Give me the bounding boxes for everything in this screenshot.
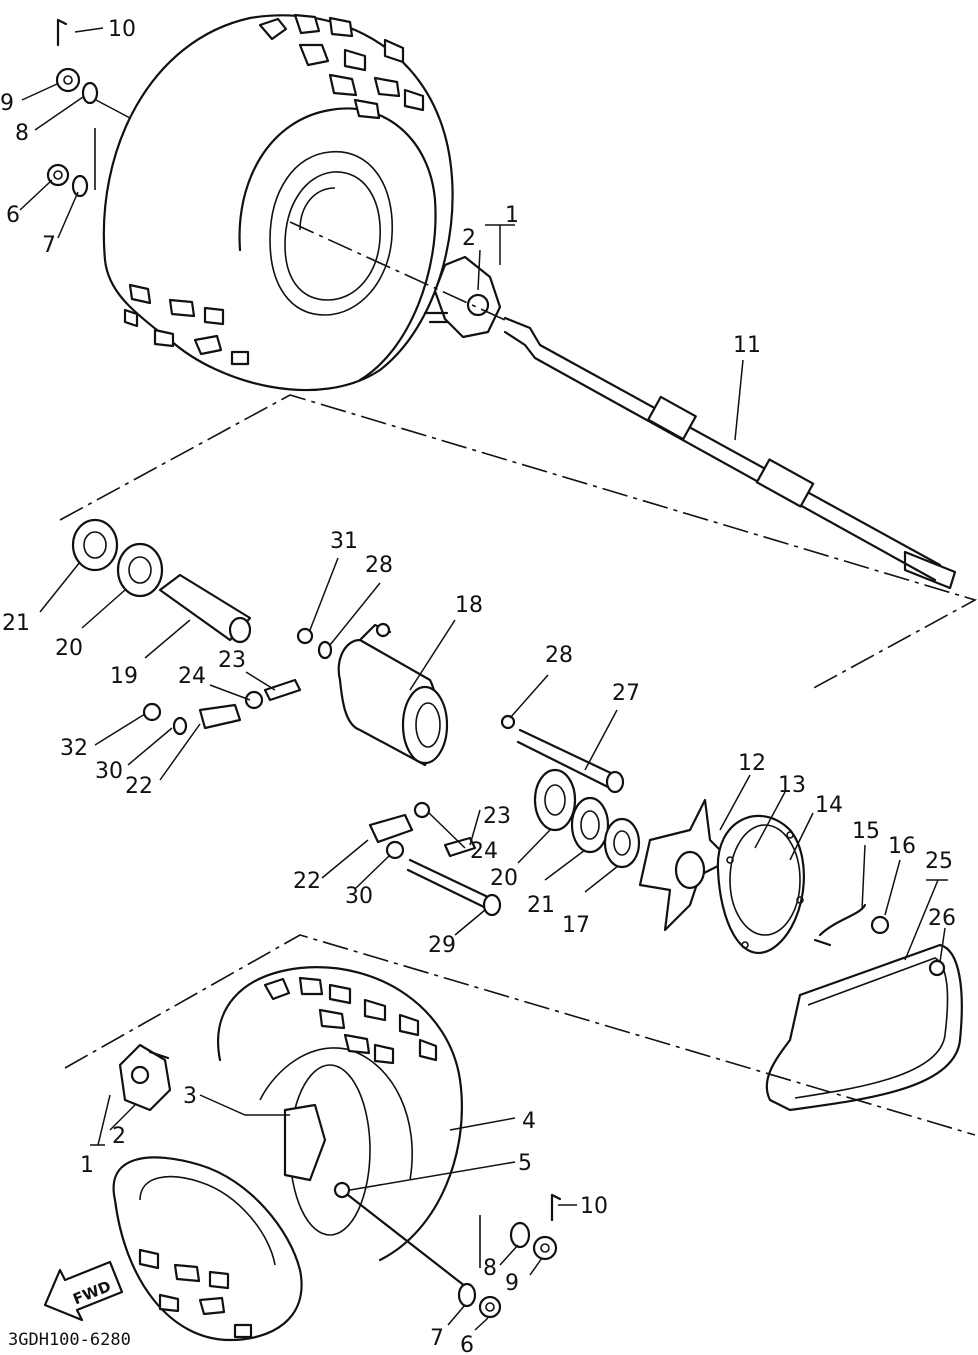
left-bearings — [71, 518, 252, 644]
callout-20: 20 — [490, 866, 518, 891]
sprocket-assembly — [638, 798, 805, 954]
callout-22: 22 — [293, 869, 321, 894]
callout-21: 21 — [2, 611, 30, 636]
callout-14: 14 — [815, 793, 843, 818]
callout-10: 10 — [580, 1194, 608, 1219]
rear-axle — [503, 316, 957, 590]
drive-chain — [765, 943, 963, 1112]
lower-nuts-washers — [457, 1193, 562, 1319]
callout-20: 20 — [55, 636, 83, 661]
callout-22: 22 — [125, 774, 153, 799]
callout-10: 10 — [108, 17, 136, 42]
right-bearings — [533, 768, 641, 869]
drawing-code: 3GDH100-6280 — [8, 1330, 131, 1350]
callout-27: 27 — [612, 681, 640, 706]
callout-6: 6 — [6, 203, 20, 228]
callout-5: 5 — [518, 1151, 532, 1176]
lower-wheel-hub — [118, 1043, 172, 1112]
upper-wheel-assembly — [102, 13, 454, 392]
callout-23: 23 — [218, 648, 246, 673]
axle-housing — [337, 622, 449, 767]
callout-8: 8 — [15, 121, 29, 146]
callout-30: 30 — [95, 759, 123, 784]
callout-8: 8 — [483, 1256, 497, 1281]
lock-washer-nut — [813, 903, 890, 947]
callout-30: 30 — [345, 884, 373, 909]
callout-31: 31 — [330, 529, 358, 554]
callout-1: 1 — [505, 203, 519, 228]
callout-24: 24 — [178, 664, 206, 689]
callout-11: 11 — [733, 333, 761, 358]
lower-wheel-assembly — [112, 966, 472, 1342]
alignment-frame-upper — [59, 394, 978, 691]
forward-direction-arrow: FWD — [43, 1260, 124, 1322]
callout-17: 17 — [562, 913, 590, 938]
callout-6: 6 — [460, 1333, 474, 1355]
callout-7: 7 — [430, 1326, 444, 1351]
upper-nuts-washers — [46, 18, 99, 198]
callout-18: 18 — [455, 593, 483, 618]
lower-tire-tread-pattern — [138, 976, 438, 1339]
adjuster-bolts-left — [142, 627, 333, 736]
callout-4: 4 — [522, 1109, 536, 1134]
callout-25: 25 — [925, 849, 953, 874]
bolt-27 — [500, 714, 625, 794]
callout-28: 28 — [545, 643, 573, 668]
callout-28: 28 — [365, 553, 393, 578]
callout-24: 24 — [470, 839, 498, 864]
callout-23: 23 — [483, 804, 511, 829]
callout-9: 9 — [505, 1271, 519, 1296]
callout-16: 16 — [888, 834, 916, 859]
tire-tread-pattern — [123, 13, 425, 366]
callout-32: 32 — [60, 736, 88, 761]
callout-leader-lines — [19, 27, 948, 1331]
alignment-frame-lower — [64, 934, 976, 1136]
callout-2: 2 — [112, 1124, 126, 1149]
callout-19: 19 — [110, 664, 138, 689]
callout-2: 2 — [462, 226, 476, 251]
callout-13: 13 — [778, 773, 806, 798]
adjuster-bolts-right — [368, 801, 502, 917]
callout-29: 29 — [428, 933, 456, 958]
centerline-upper-wheel — [289, 221, 506, 321]
callout-3: 3 — [183, 1084, 197, 1109]
callout-15: 15 — [852, 819, 880, 844]
callout-1: 1 — [80, 1153, 94, 1178]
callout-21: 21 — [527, 893, 555, 918]
callout-labels: 10 9 8 6 7 1 2 11 21 20 19 31 28 18 23 2… — [0, 17, 956, 1355]
callout-9: 9 — [0, 91, 14, 116]
callout-26: 26 — [928, 906, 956, 931]
upper-wheel-hub — [423, 255, 502, 339]
callout-7: 7 — [42, 233, 56, 258]
callout-12: 12 — [738, 751, 766, 776]
